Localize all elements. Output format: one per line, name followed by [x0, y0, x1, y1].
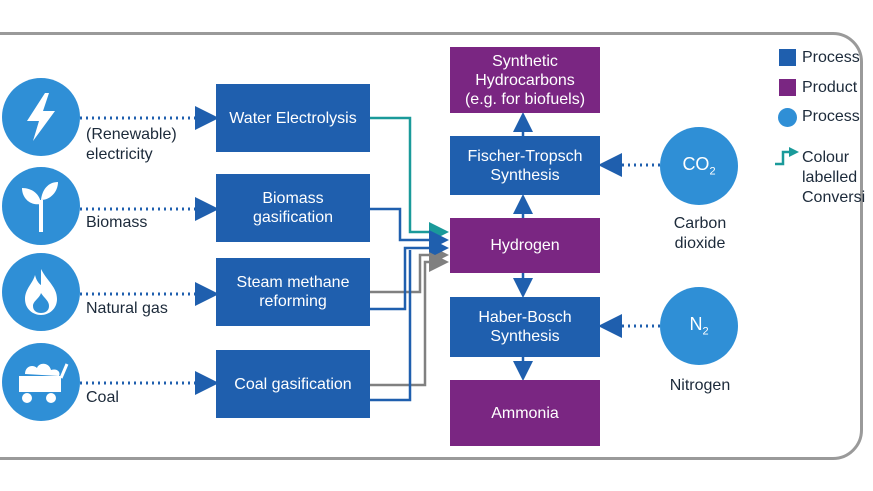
coal-gasification-box: Coal gasification	[216, 350, 370, 418]
biomass-source-circle	[2, 167, 80, 245]
legend-product-swatch	[779, 79, 796, 96]
lightning-icon	[27, 93, 55, 141]
reforming-to-hydrogen-grey-line	[370, 245, 449, 294]
water-electrolysis-box: Water Electrolysis	[216, 84, 370, 152]
electricity-source-circle	[2, 78, 80, 156]
n2-formula: N2	[689, 314, 709, 338]
reforming-to-hydrogen-blue-line	[370, 238, 449, 311]
n2-circle: N2	[660, 287, 738, 365]
coal-source-circle	[2, 343, 80, 421]
synthetic-hydrocarbons-box: Synthetic Hydrocarbons (e.g. for biofuel…	[450, 47, 600, 113]
coal-cart-icon	[19, 363, 69, 403]
plant-sprout-icon	[22, 182, 58, 232]
steam-methane-reforming-box: Steam methane reforming	[216, 258, 370, 326]
legend-product-label: Product	[802, 79, 858, 96]
legend-circle-label: Process	[802, 108, 860, 125]
n2-label: Nitrogen	[669, 377, 731, 394]
legend-circle-swatch	[778, 108, 797, 127]
flame-icon	[25, 269, 57, 315]
haber-bosch-box: Haber-Bosch Synthesis	[450, 297, 600, 357]
biomass-label: Biomass	[86, 214, 148, 231]
natural-gas-label: Natural gas	[86, 300, 168, 317]
legend-process-swatch	[779, 49, 796, 66]
natural-gas-source-circle	[2, 253, 80, 331]
legend-conversion-label: Colour labelled Conversi	[802, 149, 866, 206]
hydrogen-box: Hydrogen	[450, 218, 600, 273]
electricity-label: (Renewable) electricity	[86, 126, 177, 163]
co2-label: Carbon dioxide	[673, 215, 727, 252]
biomass-gasification-box: Biomass gasification	[216, 174, 370, 242]
co2-circle: CO2	[660, 127, 738, 205]
coal-label: Coal	[86, 389, 119, 406]
coal-gasification-to-hydrogen-grey-line	[370, 252, 449, 387]
legend-arrow-icon	[775, 147, 799, 166]
fischer-tropsch-box: Fischer-Tropsch Synthesis	[450, 136, 600, 195]
co2-formula: CO2	[682, 154, 716, 178]
ammonia-box: Ammonia	[450, 380, 600, 446]
biomass-gasification-to-hydrogen-line	[370, 207, 449, 250]
legend-process-label: Process	[802, 49, 860, 66]
coal-gasification-to-hydrogen-blue-line	[370, 250, 412, 402]
electrolysis-to-hydrogen-line	[370, 116, 449, 242]
